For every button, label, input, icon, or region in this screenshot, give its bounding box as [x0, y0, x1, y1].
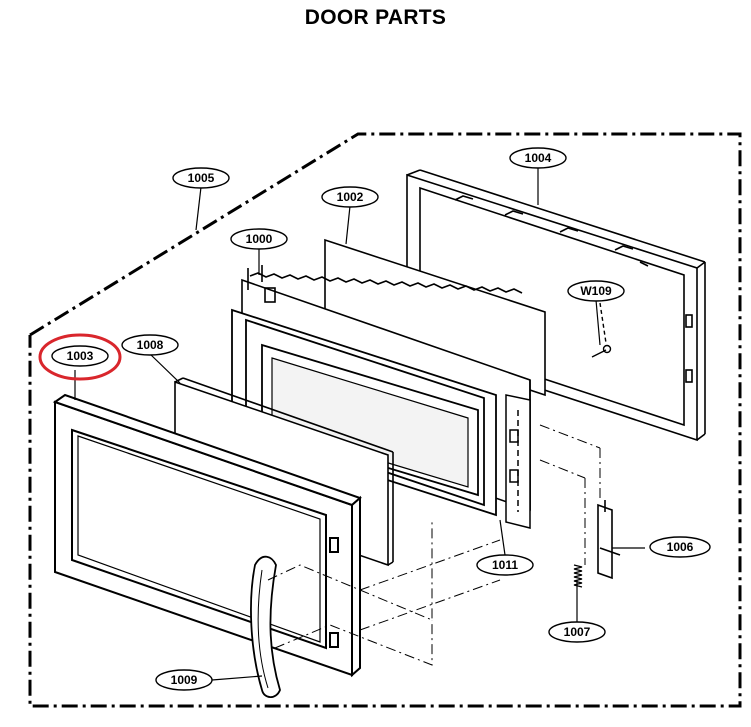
latch-part: [597, 500, 621, 580]
part-label-text: 1011: [492, 558, 518, 572]
screw-part: [591, 302, 612, 358]
part-label-text: W109: [580, 284, 612, 298]
part-label-text: 1000: [246, 232, 273, 246]
part-label-1011: 1011: [476, 554, 534, 576]
part-label-1007: 1007: [548, 621, 606, 643]
handle-part: [250, 555, 281, 699]
part-label-1004: 1004: [509, 147, 567, 169]
part-label-text: 1005: [188, 171, 215, 185]
part-label-text: 1006: [667, 540, 694, 554]
hinge-part: [505, 394, 531, 529]
assembly-guide-lines: [267, 424, 601, 666]
part-label-text: 1007: [564, 625, 591, 639]
assembly-boundary: [28, 132, 742, 708]
part-label-text: 1002: [337, 190, 364, 204]
highlight-circle: [38, 333, 122, 381]
part-label-1008: 1008: [121, 334, 179, 356]
part-label-text: 1008: [137, 338, 164, 352]
part-label-1002: 1002: [321, 186, 379, 208]
part-label-text: 1009: [171, 673, 198, 687]
part-label-1006: 1006: [649, 536, 711, 558]
part-labels: 1005 1004 1002 1000 W109 1003 1008: [38, 147, 711, 691]
part-label-text: 1003: [67, 349, 94, 363]
part-label-1003: 1003: [38, 333, 122, 381]
part-label-text: 1004: [525, 151, 552, 165]
spring-part: [573, 564, 583, 588]
part-label-1005: 1005: [172, 167, 230, 189]
door-frame-part: [52, 393, 362, 678]
diagram-title: DOOR PARTS: [304, 6, 447, 29]
part-label-W109: W109: [567, 280, 625, 302]
door-panel-part: [231, 308, 497, 517]
part-label-1000: 1000: [230, 228, 288, 250]
part-label-1009: 1009: [155, 669, 213, 691]
leader-lines: [74, 168, 645, 681]
